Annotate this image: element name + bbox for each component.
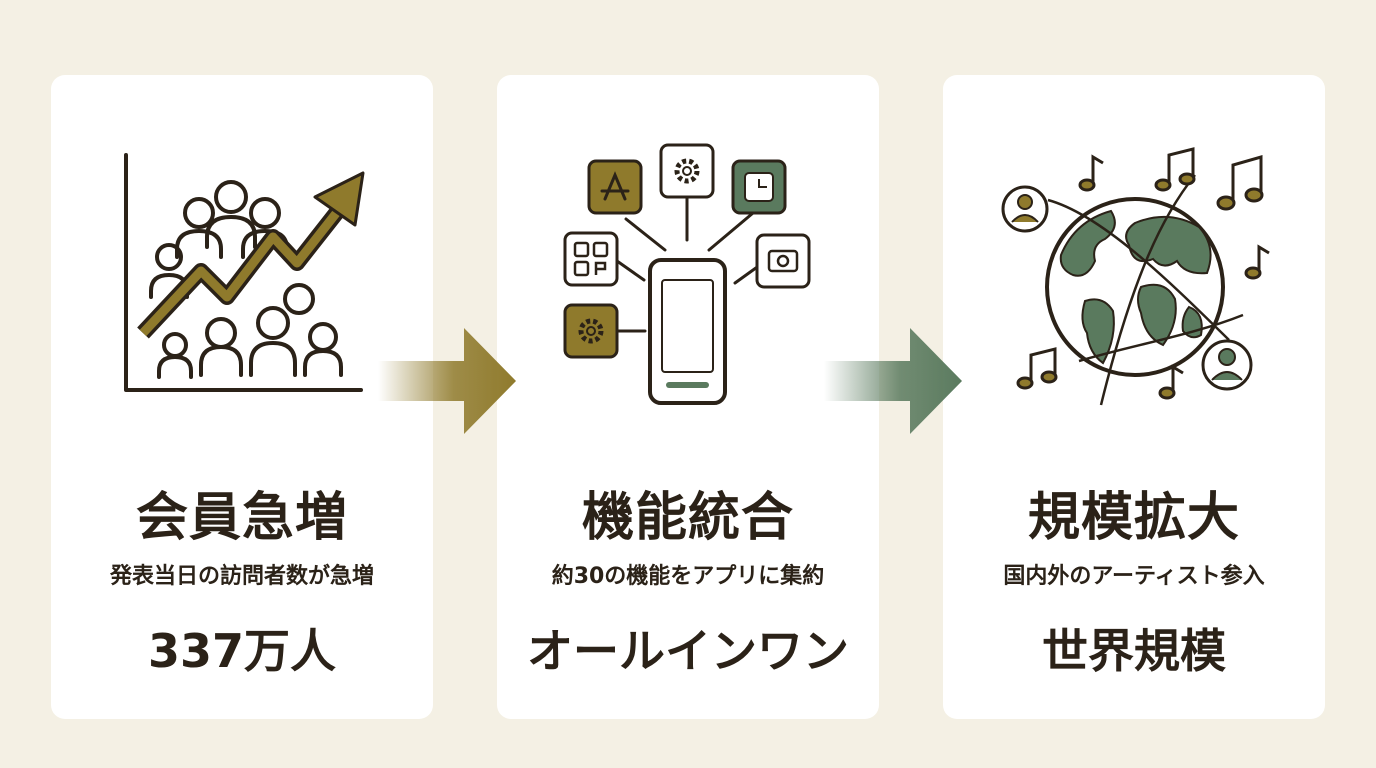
- card-title: 会員急増: [135, 487, 348, 548]
- card-title: 規模拡大: [1027, 487, 1240, 548]
- card-feature-integration: 機能統合 約30の機能をアプリに集約 オールインワン: [497, 75, 879, 719]
- card-member-growth: 会員急増 発表当日の訪問者数が急増 337万人: [51, 75, 433, 719]
- card-stat: 337万人: [147, 624, 337, 678]
- card-subtitle: 約30の機能をアプリに集約: [551, 564, 825, 589]
- growth-chart-icon: [124, 153, 365, 392]
- card-subtitle: 国内外のアーティスト参入: [1003, 564, 1265, 589]
- card-scale-expansion: 規模拡大 国内外のアーティスト参入 世界規模: [943, 75, 1325, 719]
- globe-music-icon: [1001, 147, 1270, 406]
- smartphone-apps-icon: [563, 143, 811, 405]
- card-subtitle: 発表当日の訪問者数が急増: [109, 564, 374, 589]
- flow-arrow-icon: [824, 328, 962, 434]
- card-stat: 世界規模: [1042, 624, 1226, 678]
- card-title: 機能統合: [581, 487, 794, 548]
- flow-arrow-icon: [378, 328, 516, 434]
- card-stat: オールインワン: [527, 624, 849, 678]
